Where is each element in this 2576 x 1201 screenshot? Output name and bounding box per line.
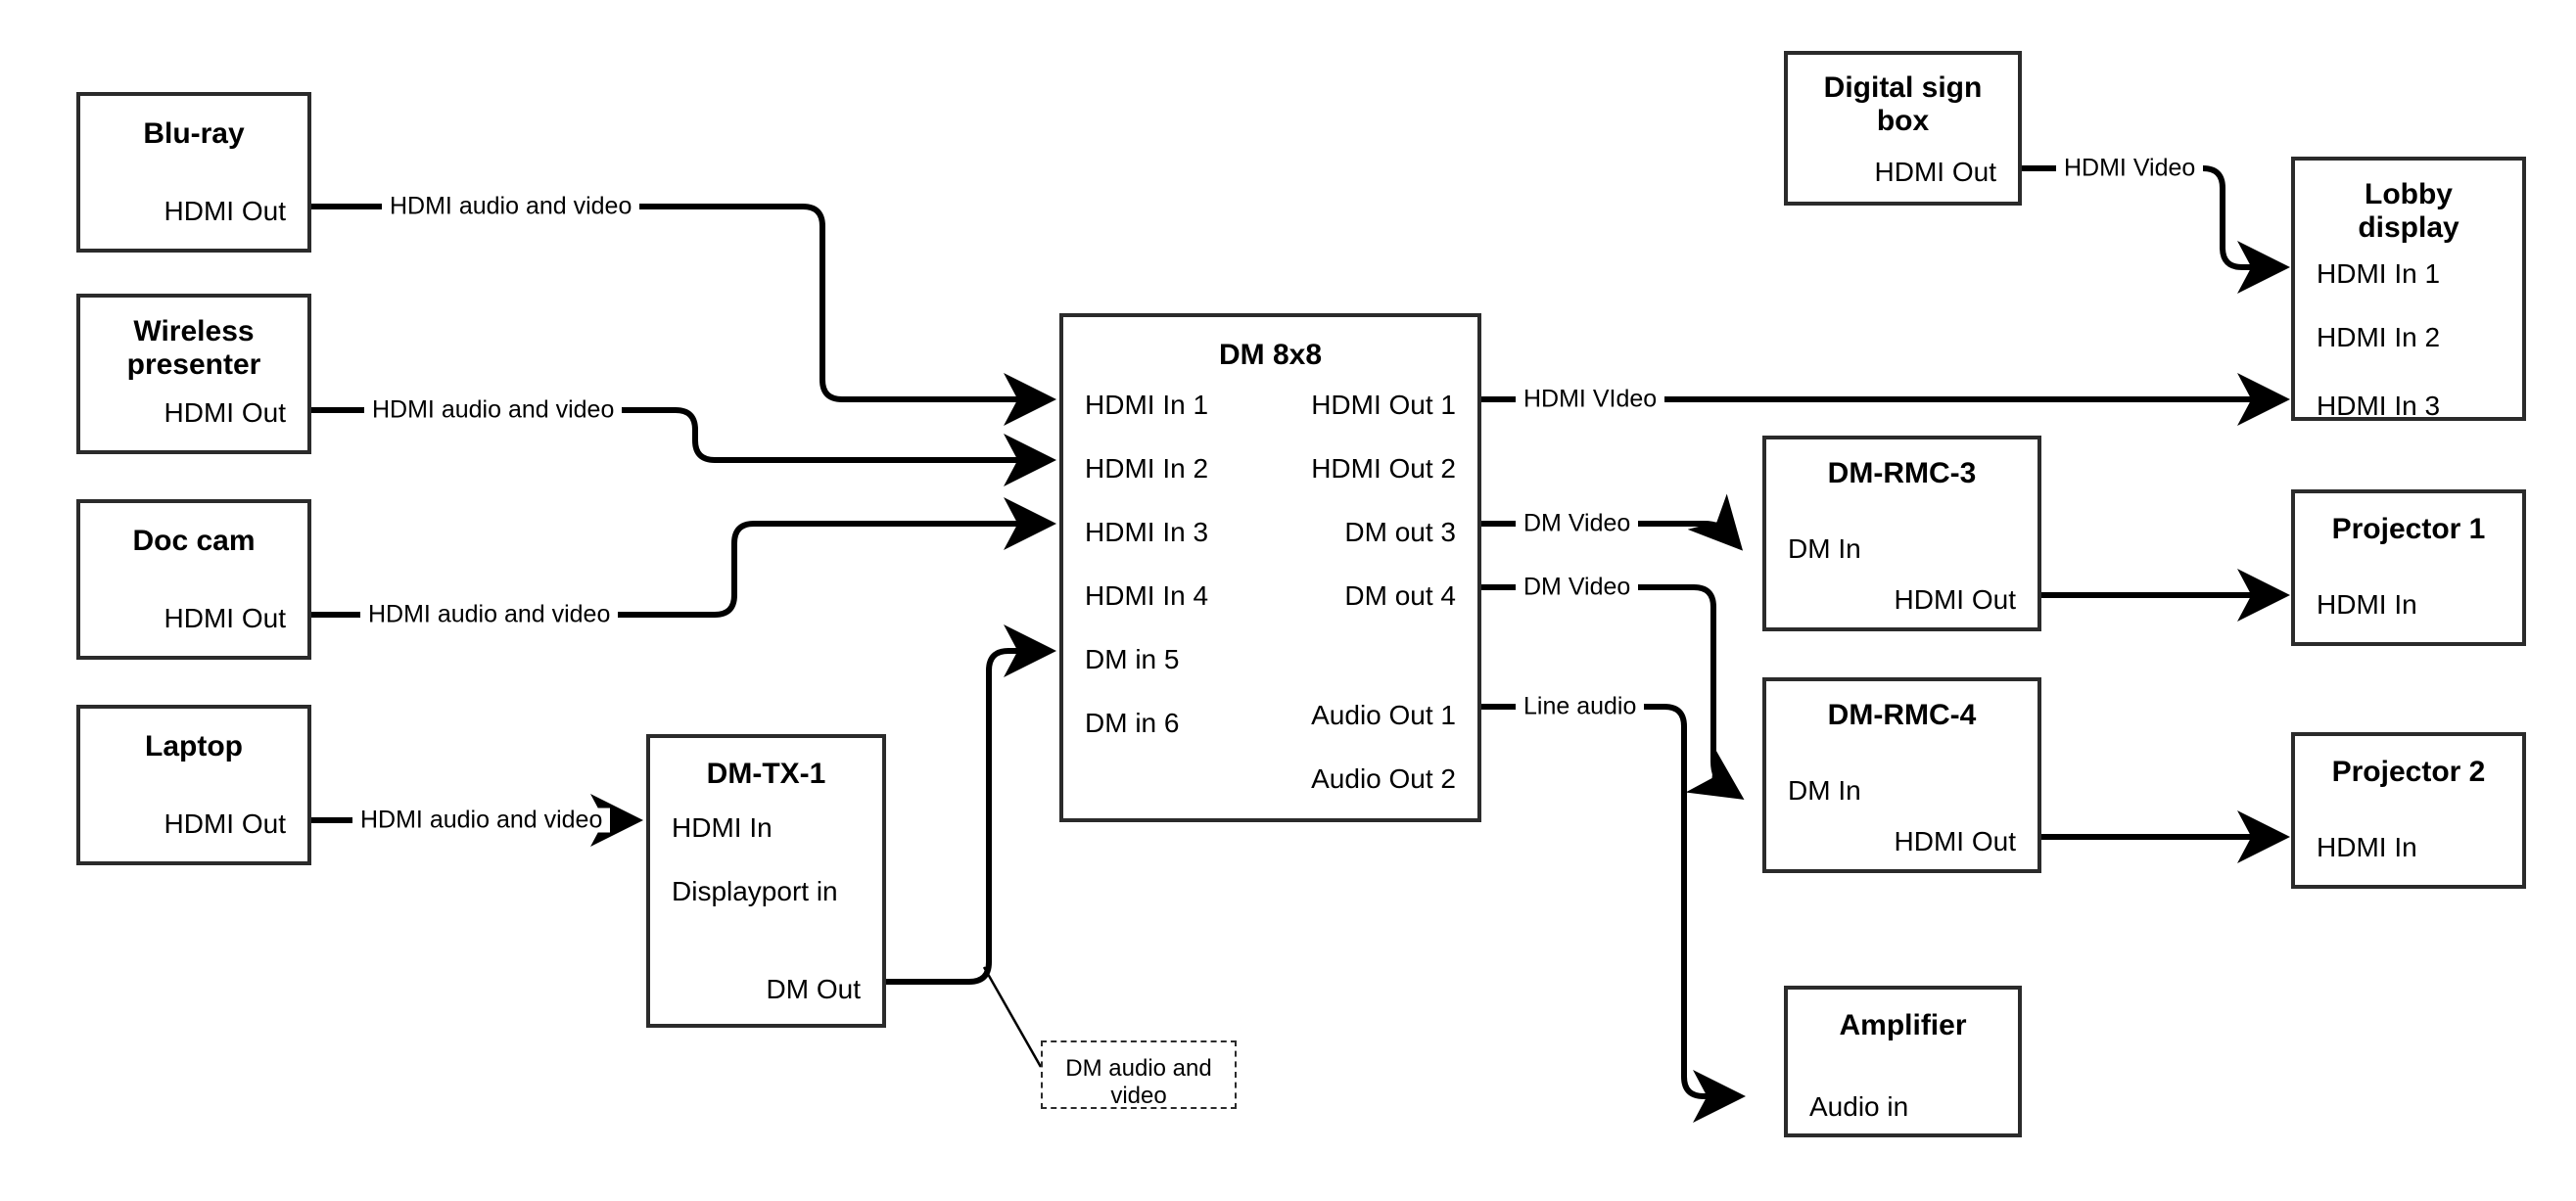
node-amplifier[interactable]: Amplifier Audio in	[1784, 986, 2022, 1137]
node-dm-rmc-4-port-hdmi-out: HDMI Out	[1894, 826, 2016, 856]
wire-dmtx1-to-dm-in5	[886, 624, 1056, 985]
node-dm-8x8-port-hdmi-in-4: HDMI In 4	[1085, 580, 1209, 611]
node-dm-rmc-4-port-dm-in: DM In	[1788, 775, 1861, 806]
node-digital-sign-box[interactable]: Digital sign box HDMI Out	[1784, 51, 2022, 206]
node-projector-1[interactable]: Projector 1 HDMI In	[2291, 489, 2526, 646]
node-bluray-port-hdmi-out: HDMI Out	[164, 196, 286, 226]
node-dm-8x8-port-dm-in-5: DM in 5	[1085, 644, 1180, 674]
node-lobby-display-title: Lobby display	[2358, 178, 2459, 244]
node-wireless-presenter[interactable]: Wireless presenter HDMI Out	[76, 294, 311, 454]
node-dm-tx-1-title: DM-TX-1	[706, 758, 826, 790]
annotation-dm-audio-and-video: DM audio and video	[1041, 1040, 1237, 1109]
node-doc-cam-title: Doc cam	[132, 525, 256, 557]
wire-dm-audioout1-to-amplifier	[1481, 704, 1746, 1123]
node-dm-rmc-3-title: DM-RMC-3	[1827, 457, 1977, 489]
wire-dm-dmout3-to-rmc3	[1481, 493, 1744, 551]
node-digital-sign-box-port-hdmi-out: HDMI Out	[1874, 157, 1996, 187]
node-dm-8x8-port-hdmi-in-3: HDMI In 3	[1085, 517, 1209, 547]
node-lobby-display-port-hdmi-in-1: HDMI In 1	[2317, 258, 2441, 289]
node-projector-2-port-hdmi-in: HDMI In	[2317, 832, 2417, 862]
node-dm-rmc-3-port-hdmi-out: HDMI Out	[1894, 584, 2016, 615]
node-dm-8x8-port-dm-out-4: DM out 4	[1344, 580, 1456, 611]
node-dm-8x8-port-audio-out-1: Audio Out 1	[1311, 700, 1456, 730]
node-dm-rmc-4-title: DM-RMC-4	[1827, 699, 1977, 731]
node-dm-8x8-port-audio-out-2: Audio Out 2	[1311, 763, 1456, 794]
node-dm-tx-1-port-hdmi-in: HDMI In	[672, 812, 773, 843]
node-wireless-presenter-title: Wireless presenter	[126, 315, 261, 381]
wire-doccam-to-dm-hdmi-in3	[311, 497, 1056, 618]
node-projector-1-port-hdmi-in: HDMI In	[2317, 589, 2417, 620]
node-dm-rmc-4[interactable]: DM-RMC-4 DM In HDMI Out	[1762, 677, 2041, 873]
node-doc-cam-port-hdmi-out: HDMI Out	[164, 603, 286, 633]
node-wireless-presenter-port-hdmi-out: HDMI Out	[164, 397, 286, 428]
node-amplifier-title: Amplifier	[1839, 1009, 1967, 1041]
node-doc-cam[interactable]: Doc cam HDMI Out	[76, 499, 311, 660]
node-dm-8x8-port-hdmi-in-1: HDMI In 1	[1085, 390, 1209, 420]
wire-bluray-to-dm-hdmi-in1	[311, 204, 1056, 426]
annotation-dm-audio-and-video-text: DM audio and video	[1065, 1055, 1212, 1110]
node-laptop-port-hdmi-out: HDMI Out	[164, 808, 286, 839]
node-laptop[interactable]: Laptop HDMI Out	[76, 705, 311, 865]
wire-signbox-to-lobby-hdmi-in1	[2022, 165, 2290, 294]
node-digital-sign-box-title: Digital sign box	[1823, 71, 1983, 137]
node-dm-8x8-port-dm-out-3: DM out 3	[1344, 517, 1456, 547]
node-dm-rmc-3[interactable]: DM-RMC-3 DM In HDMI Out	[1762, 436, 2041, 631]
node-dm-tx-1-port-displayport-in: Displayport in	[672, 876, 838, 906]
node-projector-1-title: Projector 1	[2331, 513, 2486, 545]
node-lobby-display-port-hdmi-in-2: HDMI In 2	[2317, 322, 2441, 352]
node-dm-tx-1[interactable]: DM-TX-1 HDMI In Displayport in DM Out	[646, 734, 886, 1028]
node-bluray[interactable]: Blu-ray HDMI Out	[76, 92, 311, 253]
node-dm-8x8-port-dm-in-6: DM in 6	[1085, 708, 1180, 738]
node-projector-2-title: Projector 2	[2331, 756, 2486, 788]
node-dm-rmc-3-port-dm-in: DM In	[1788, 533, 1861, 564]
node-lobby-display[interactable]: Lobby display HDMI In 1 HDMI In 2 HDMI I…	[2291, 157, 2526, 421]
node-dm-8x8-port-hdmi-out-1: HDMI Out 1	[1311, 390, 1456, 420]
node-amplifier-port-audio-in: Audio in	[1809, 1091, 1909, 1122]
wire-dm-dmout4-to-rmc4	[1481, 584, 1745, 800]
leader-line-dm-note	[982, 966, 1043, 1068]
node-dm-8x8-port-hdmi-in-2: HDMI In 2	[1085, 453, 1209, 484]
node-lobby-display-port-hdmi-in-3: HDMI In 3	[2317, 391, 2441, 421]
node-dm-8x8-title: DM 8x8	[1218, 339, 1323, 371]
wire-wireless-to-dm-hdmi-in2	[311, 407, 1056, 486]
node-dm-tx-1-port-dm-out: DM Out	[766, 974, 861, 1004]
node-bluray-title: Blu-ray	[143, 117, 245, 150]
node-projector-2[interactable]: Projector 2 HDMI In	[2291, 732, 2526, 889]
node-dm-8x8-port-hdmi-out-2: HDMI Out 2	[1311, 453, 1456, 484]
node-laptop-title: Laptop	[145, 730, 243, 762]
node-dm-8x8[interactable]: DM 8x8 HDMI In 1 HDMI In 2 HDMI In 3 HDM…	[1059, 313, 1481, 822]
